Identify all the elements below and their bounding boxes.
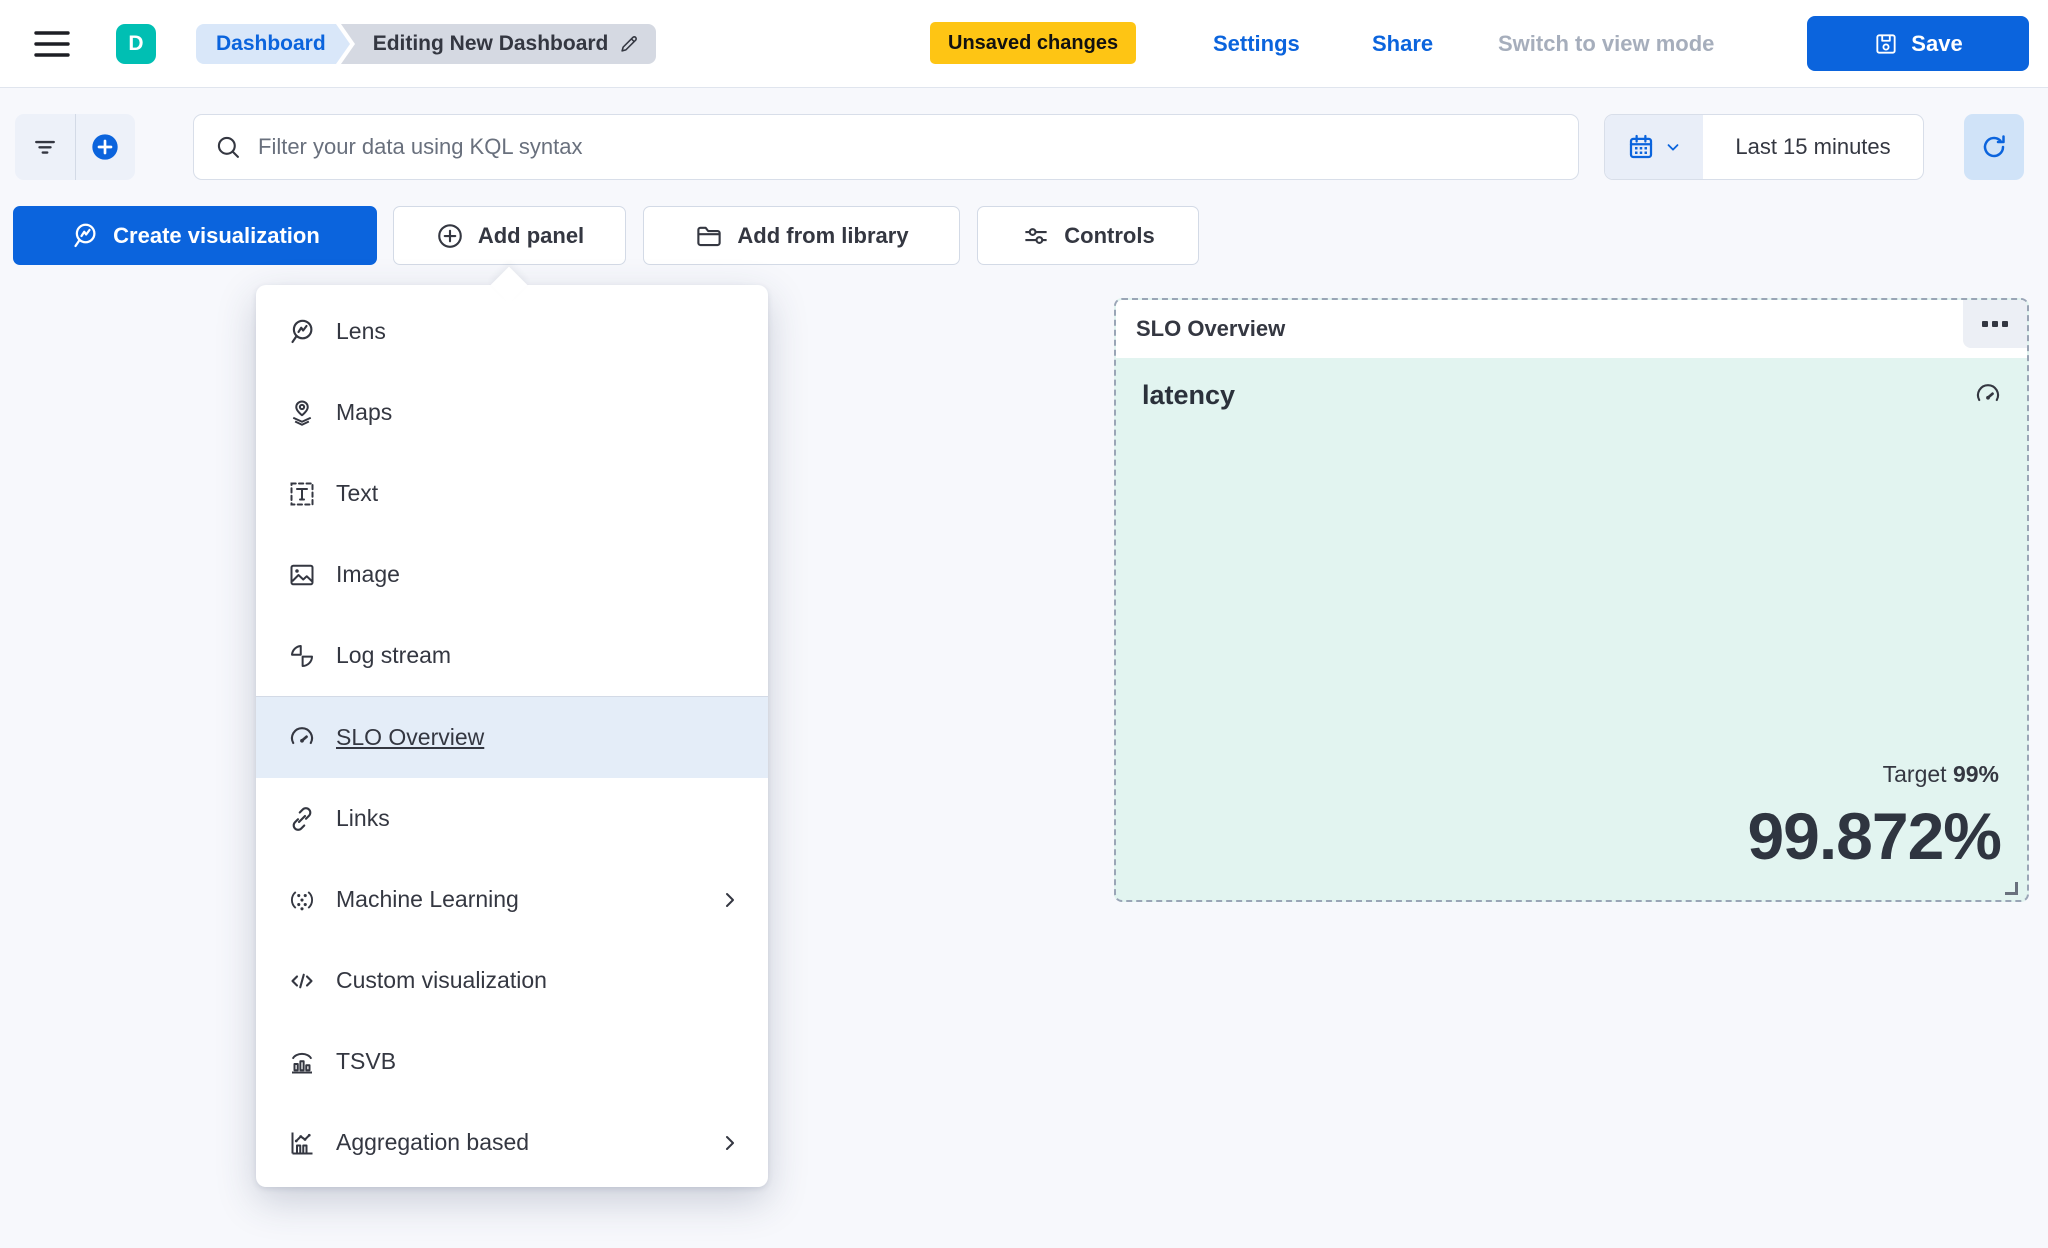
add-from-library-button[interactable]: Add from library	[643, 206, 960, 265]
slo-gauge-icon	[1973, 380, 2003, 410]
slo-metric-name: latency	[1142, 380, 1236, 410]
maps-icon	[286, 397, 318, 429]
links-icon	[286, 803, 318, 835]
menu-item-tsvb[interactable]: TSVB	[256, 1021, 768, 1102]
space-avatar[interactable]: D	[116, 24, 156, 64]
kql-query-input[interactable]	[258, 134, 1558, 160]
menu-item-slo-overview[interactable]: SLO Overview	[256, 697, 768, 778]
slo-target-value: 99%	[1952, 761, 1999, 787]
slo-overview-panel: SLO Overview latency Target 99% 99.872%	[1114, 298, 2029, 902]
plus-in-circle-icon	[435, 221, 465, 251]
breadcrumb-current[interactable]: Editing New Dashboard	[340, 24, 657, 64]
filter-icon	[30, 132, 60, 162]
folder-icon	[694, 221, 724, 251]
top-navigation-bar: D Dashboard Editing New Dashboard Unsave…	[0, 0, 2048, 88]
chevron-down-icon	[1664, 138, 1682, 156]
share-link[interactable]: Share	[1372, 31, 1434, 56]
panel-header: SLO Overview	[1116, 300, 2027, 358]
tsvb-icon	[286, 1046, 318, 1078]
save-button[interactable]: Save	[1807, 16, 2029, 71]
menu-item-aggregation-based[interactable]: Aggregation based	[256, 1102, 768, 1183]
slo-gauge-icon	[286, 722, 318, 754]
image-icon	[286, 559, 318, 591]
slo-target: Target 99%	[1882, 761, 1999, 787]
menu-item-maps[interactable]: Maps	[256, 372, 768, 453]
time-range-value[interactable]: Last 15 minutes	[1735, 134, 1891, 159]
date-picker-calendar-button[interactable]	[1605, 115, 1703, 179]
add-panel-button[interactable]: Add panel	[393, 206, 626, 265]
lens-icon	[70, 221, 100, 251]
aggregation-icon	[286, 1127, 318, 1159]
chevron-right-icon	[718, 1131, 742, 1155]
query-bar-row: Last 15 minutes	[0, 88, 2048, 198]
sliders-icon	[1021, 221, 1051, 251]
settings-link[interactable]: Settings	[1213, 31, 1300, 56]
add-panel-menu: Lens Maps Text Image Log stream	[256, 285, 768, 1187]
panel-title: SLO Overview	[1136, 316, 1286, 341]
panel-menu-squares-icon	[1981, 319, 2009, 329]
plus-circle-icon	[89, 131, 121, 163]
filter-controls-group	[15, 114, 135, 180]
unsaved-changes-badge: Unsaved changes	[930, 22, 1137, 64]
breadcrumb: Dashboard Editing New Dashboard	[196, 24, 657, 64]
edit-pencil-icon[interactable]	[618, 33, 640, 55]
text-icon	[286, 478, 318, 510]
save-floppy-icon	[1873, 31, 1899, 57]
menu-divider	[256, 696, 768, 697]
machine-learning-icon	[286, 884, 318, 916]
log-stream-icon	[286, 640, 318, 672]
refresh-button[interactable]	[1964, 114, 2024, 180]
filter-menu-button[interactable]	[15, 114, 75, 180]
menu-item-lens[interactable]: Lens	[256, 291, 768, 372]
panel-options-button[interactable]	[1963, 300, 2027, 348]
slo-card-body[interactable]: latency Target 99% 99.872%	[1116, 358, 2027, 900]
menu-item-links[interactable]: Links	[256, 778, 768, 859]
refresh-icon	[1979, 132, 2009, 162]
lens-icon	[286, 316, 318, 348]
menu-item-custom-visualization[interactable]: Custom visualization	[256, 940, 768, 1021]
add-filter-button[interactable]	[74, 114, 136, 180]
menu-item-text[interactable]: Text	[256, 453, 768, 534]
menu-hamburger-icon[interactable]	[34, 29, 70, 59]
time-range-picker: Last 15 minutes	[1604, 114, 1924, 180]
menu-item-log-stream[interactable]: Log stream	[256, 615, 768, 696]
kql-search-bar	[193, 114, 1579, 180]
calendar-icon	[1626, 132, 1656, 162]
panel-resize-handle[interactable]	[2005, 882, 2018, 895]
switch-to-view-mode-link[interactable]: Switch to view mode	[1498, 31, 1715, 56]
create-visualization-button[interactable]: Create visualization	[13, 206, 377, 265]
chevron-right-icon	[718, 888, 742, 912]
search-icon	[214, 133, 242, 161]
controls-button[interactable]: Controls	[977, 206, 1199, 265]
breadcrumb-dashboard[interactable]: Dashboard	[196, 24, 350, 64]
menu-item-machine-learning[interactable]: Machine Learning	[256, 859, 768, 940]
code-icon	[286, 965, 318, 997]
menu-item-image[interactable]: Image	[256, 534, 768, 615]
slo-current-value: 99.872%	[1747, 799, 2002, 873]
